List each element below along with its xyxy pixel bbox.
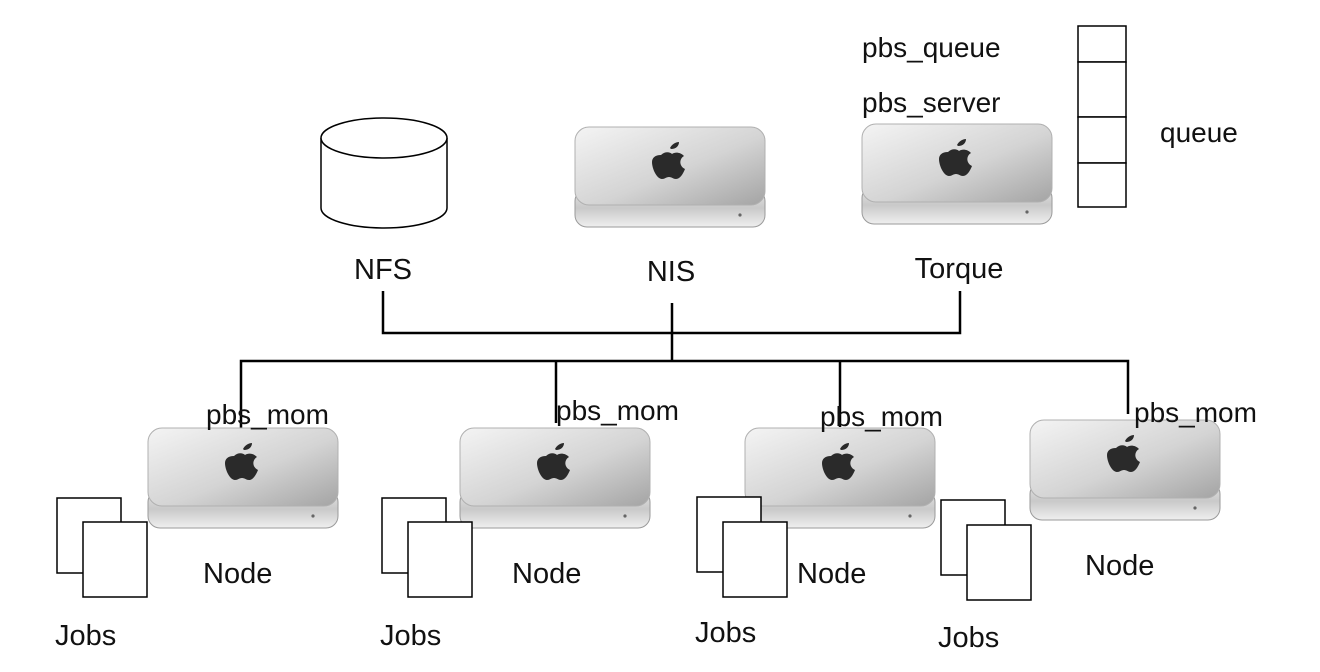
pbs-server-label: pbs_server xyxy=(862,87,1001,118)
queue-slot xyxy=(1077,25,1127,63)
mac-mini-server-icon xyxy=(574,126,766,228)
node-label: Node xyxy=(512,558,581,590)
pbs-mom-label: pbs_mom xyxy=(1134,397,1257,428)
job-queue: queue xyxy=(1077,25,1238,208)
pbs-mom-label: pbs_mom xyxy=(206,399,329,430)
nfs-label: NFS xyxy=(354,254,412,286)
compute-node-2: pbs_mom Node Jobs xyxy=(380,395,679,652)
pbs-mom-label: pbs_mom xyxy=(820,401,943,432)
database-cylinder-icon xyxy=(320,117,448,229)
mac-mini-server-icon xyxy=(147,427,339,529)
queue-slot xyxy=(1077,116,1127,164)
torque-server: pbs_queue pbs_server Torque xyxy=(861,32,1053,285)
pbs-queue-label: pbs_queue xyxy=(862,32,1001,63)
pbs-mom-label: pbs_mom xyxy=(556,395,679,426)
compute-node-1: pbs_mom Node Jobs xyxy=(55,399,339,652)
jobs-label: Jobs xyxy=(55,620,116,652)
lower-bus-line xyxy=(239,359,1130,438)
jobs-label: Jobs xyxy=(380,620,441,652)
node-label: Node xyxy=(203,558,272,590)
queue-slot xyxy=(1077,162,1127,208)
mac-mini-server-icon xyxy=(1029,419,1221,521)
nis-server: NIS xyxy=(574,126,766,288)
node-label: Node xyxy=(1085,550,1154,582)
queue-slot xyxy=(1077,61,1127,118)
node-label: Node xyxy=(797,558,866,590)
nfs-storage: NFS xyxy=(320,117,448,286)
jobs-label: Jobs xyxy=(938,622,999,654)
mac-mini-server-icon xyxy=(861,123,1053,225)
mac-mini-server-icon xyxy=(459,427,651,529)
compute-node-3: pbs_mom Node Jobs Jobs xyxy=(695,401,1032,654)
compute-node-4: pbs_mom Node xyxy=(1029,397,1257,582)
mac-mini-server-icon xyxy=(744,427,936,529)
document-stack-icon xyxy=(381,497,473,598)
torque-label: Torque xyxy=(915,253,1004,285)
queue-label: queue xyxy=(1160,117,1238,148)
jobs-label: Jobs xyxy=(695,617,756,649)
document-stack-icon xyxy=(940,499,1032,601)
network-lines xyxy=(239,291,1130,438)
queue-stack-icon xyxy=(1077,25,1127,208)
nis-label: NIS xyxy=(647,256,695,288)
document-stack-icon xyxy=(56,497,148,598)
